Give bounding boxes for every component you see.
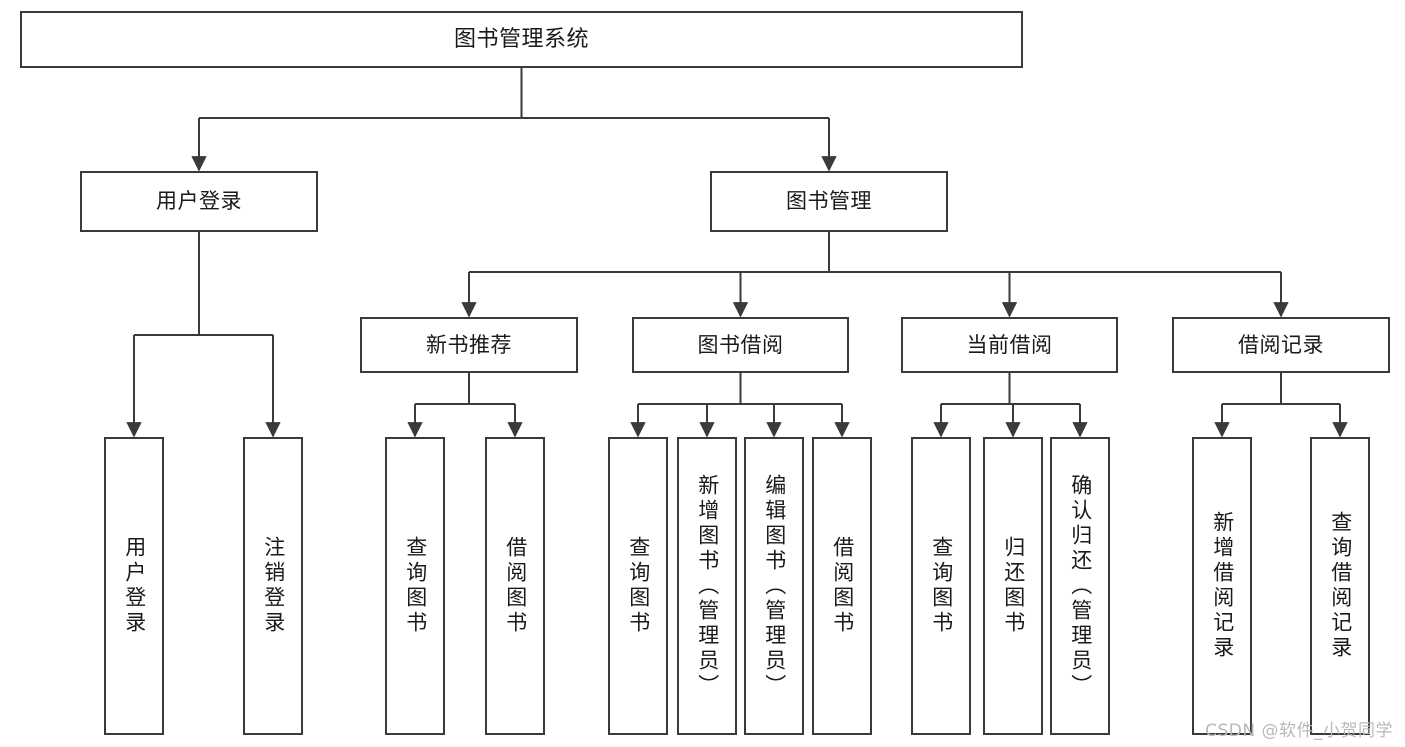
node-n18[interactable]: 新增借阅记录 xyxy=(1192,437,1252,735)
node-label: 查询借阅记录 xyxy=(1328,511,1353,661)
node-n12[interactable]: 新增图书（管理员） xyxy=(677,437,737,735)
node-n19[interactable]: 查询借阅记录 xyxy=(1310,437,1370,735)
node-n8[interactable]: 注销登录 xyxy=(243,437,303,735)
node-n7[interactable]: 用户登录 xyxy=(104,437,164,735)
node-label: 注销登录 xyxy=(261,536,286,636)
node-n2[interactable]: 图书管理 xyxy=(710,171,948,232)
node-n9[interactable]: 查询图书 xyxy=(385,437,445,735)
node-label: 图书管理系统 xyxy=(453,26,589,52)
node-label: 新增借阅记录 xyxy=(1210,511,1235,661)
node-n13[interactable]: 编辑图书（管理员） xyxy=(744,437,804,735)
node-label: 借阅记录 xyxy=(1238,332,1324,357)
node-n5[interactable]: 当前借阅 xyxy=(901,317,1118,373)
node-label: 确认归还（管理员） xyxy=(1068,473,1093,699)
node-label: 查询图书 xyxy=(929,536,954,636)
node-label: 图书借阅 xyxy=(697,332,784,357)
node-n0[interactable]: 图书管理系统 xyxy=(20,11,1023,68)
node-label: 借阅图书 xyxy=(503,536,528,636)
csdn-watermark: CSDN @软件_小贺同学 xyxy=(1205,721,1393,741)
node-n4[interactable]: 图书借阅 xyxy=(632,317,849,373)
node-n15[interactable]: 查询图书 xyxy=(911,437,971,735)
node-n6[interactable]: 借阅记录 xyxy=(1172,317,1390,373)
node-label: 新增图书（管理员） xyxy=(695,473,720,699)
node-label: 查询图书 xyxy=(626,536,651,636)
node-label: 查询图书 xyxy=(403,536,428,636)
node-label: 新书推荐 xyxy=(426,332,512,357)
node-n3[interactable]: 新书推荐 xyxy=(360,317,578,373)
node-n17[interactable]: 确认归还（管理员） xyxy=(1050,437,1110,735)
node-n10[interactable]: 借阅图书 xyxy=(485,437,545,735)
node-n1[interactable]: 用户登录 xyxy=(80,171,318,232)
node-label: 编辑图书（管理员） xyxy=(762,473,787,699)
node-n16[interactable]: 归还图书 xyxy=(983,437,1043,735)
node-label: 用户登录 xyxy=(122,536,147,636)
node-n11[interactable]: 查询图书 xyxy=(608,437,668,735)
node-n14[interactable]: 借阅图书 xyxy=(812,437,872,735)
node-label: 借阅图书 xyxy=(830,536,855,636)
node-label: 当前借阅 xyxy=(966,332,1053,357)
node-label: 图书管理 xyxy=(786,189,872,214)
edge-paths xyxy=(126,68,1348,438)
node-label: 用户登录 xyxy=(156,189,242,214)
node-label: 归还图书 xyxy=(1001,536,1026,636)
